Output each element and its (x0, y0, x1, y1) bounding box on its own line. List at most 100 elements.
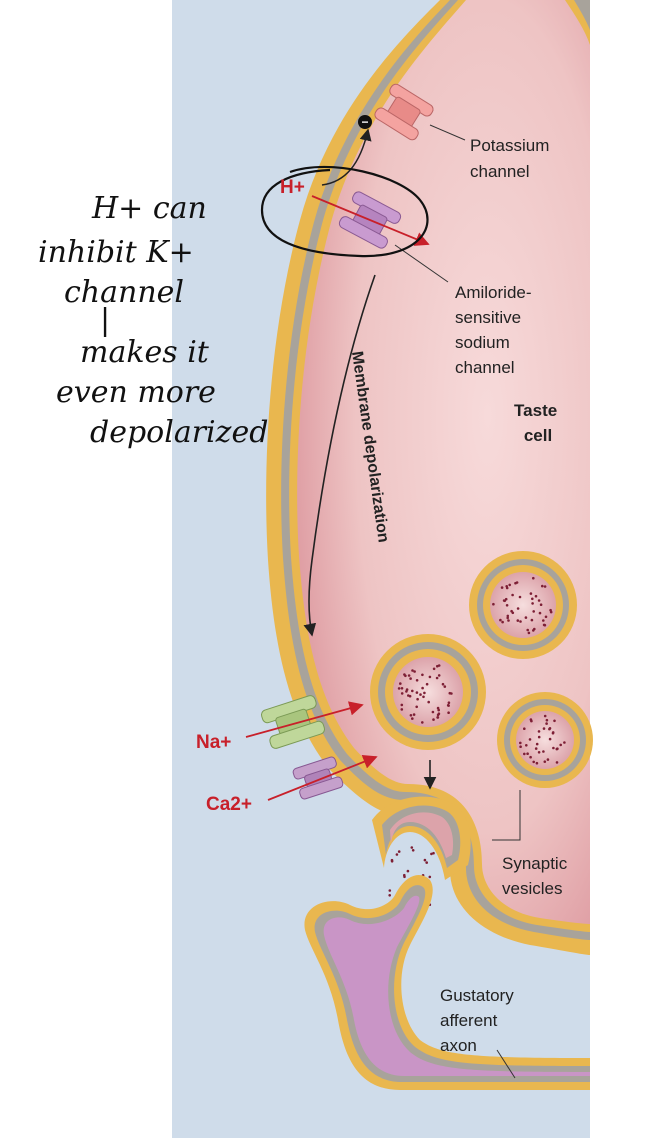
neurotransmitter-dot (412, 713, 416, 716)
neurotransmitter-dot (551, 731, 555, 734)
na-ion-label: Na+ (196, 732, 231, 753)
neurotransmitter-dot (537, 751, 541, 754)
neurotransmitter-dot (421, 673, 424, 677)
released-dot (423, 858, 427, 862)
neurotransmitter-dot (532, 760, 535, 764)
released-dot (388, 889, 392, 892)
released-dot (390, 858, 394, 862)
neurotransmitter-dot (543, 623, 547, 627)
neurotransmitter-dot (552, 746, 555, 750)
neurotransmitter-dot (432, 718, 435, 721)
neurotransmitter-dot (537, 599, 541, 602)
handwritten-circle (260, 165, 429, 258)
synaptic-vesicle (370, 634, 486, 750)
neurotransmitter-dot (507, 619, 510, 622)
neurotransmitter-dot (409, 714, 413, 717)
neurotransmitter-dot (415, 679, 419, 682)
potassium-channel (374, 83, 434, 141)
neurotransmitter-dot (535, 742, 539, 746)
neurotransmitter-dot (500, 586, 504, 589)
neurotransmitter-dot (535, 761, 539, 765)
neurotransmitter-dot (400, 708, 404, 711)
neurotransmitter-dot (533, 627, 536, 631)
neurotransmitter-dot (416, 697, 419, 701)
neurotransmitter-dot (553, 719, 556, 723)
neurotransmitter-dot (526, 628, 529, 632)
neurotransmitter-dot (400, 703, 404, 707)
ca-ion-label: Ca2+ (206, 794, 252, 815)
neurotransmitter-dot (428, 675, 432, 679)
neurotransmitter-dot (399, 682, 402, 685)
neurotransmitter-dot (529, 592, 533, 595)
released-dot (430, 852, 433, 856)
neurotransmitter-dot (534, 594, 538, 598)
neurotransmitter-dot (435, 676, 439, 680)
neurotransmitter-dot (421, 721, 424, 724)
synaptic-vesicle (497, 692, 593, 788)
amiloride-sodium-channel (338, 191, 402, 249)
neurotransmitter-dot (436, 716, 440, 719)
neurotransmitter-dot (499, 618, 502, 622)
neurotransmitter-dot (505, 604, 509, 607)
neurotransmitter-dot (548, 727, 551, 731)
neurotransmitter-dot (421, 686, 424, 690)
neurotransmitter-dot (529, 755, 532, 759)
released-dot (403, 873, 406, 877)
neurotransmitter-dot (506, 616, 510, 620)
gustatory-axon-label: Gustatory afferent axon (440, 986, 518, 1055)
ca-ion-arrow (267, 754, 378, 801)
neurotransmitter-dot (523, 752, 526, 756)
neurotransmitter-dot (415, 705, 419, 709)
neurotransmitter-dot (531, 602, 534, 605)
neurotransmitter-dot (508, 583, 512, 587)
neurotransmitter-dot (502, 599, 506, 602)
neurotransmitter-dot (411, 717, 414, 720)
neurotransmitter-dot (519, 620, 522, 623)
sodium-channel (260, 695, 326, 749)
neurotransmitter-dot (441, 682, 445, 686)
neurotransmitter-dot (563, 741, 566, 744)
synaptic-vesicles-label: Synaptic vesicles (502, 854, 572, 898)
h-ion-label: H+ (280, 177, 305, 198)
neurotransmitter-dot (437, 712, 441, 715)
inhibit-sign-icon (358, 115, 372, 129)
released-dot (428, 875, 432, 879)
neurotransmitter-dot (545, 722, 548, 725)
neurotransmitter-dot (411, 689, 414, 693)
neurotransmitter-dot (537, 730, 541, 733)
neurotransmitter-dot (492, 602, 495, 606)
neurotransmitter-dot (523, 727, 526, 730)
neurotransmitter-dot (419, 693, 422, 696)
neurotransmitter-dot (542, 727, 546, 730)
neurotransmitter-dot (527, 631, 531, 635)
neurotransmitter-dot (447, 711, 450, 714)
released-dot (411, 849, 415, 852)
neurotransmitter-dot (543, 714, 547, 718)
neurotransmitter-dot (427, 700, 431, 704)
neurotransmitter-dot (549, 610, 553, 614)
neurotransmitter-dot (555, 747, 559, 751)
neurotransmitter-dot (431, 710, 435, 714)
neurotransmitter-dot (525, 744, 528, 747)
neurotransmitter-dot (423, 691, 426, 695)
h-ion-arrow (311, 195, 430, 246)
neurotransmitter-dot (519, 741, 522, 745)
neurotransmitter-dot (505, 585, 509, 588)
neurotransmitter-dot (437, 674, 441, 677)
neurotransmitter-dot (411, 669, 414, 672)
neurotransmitter-dot (447, 701, 451, 704)
neurotransmitter-dot (543, 760, 547, 763)
neurotransmitter-dot (545, 718, 549, 722)
amiloride-channel-label: Amiloride- sensitive sodium channel (455, 283, 536, 377)
neurotransmitter-dot (532, 576, 535, 580)
neurotransmitter-dot (425, 682, 429, 686)
neurotransmitter-dot (511, 593, 514, 597)
neurotransmitter-dot (404, 674, 407, 678)
neurotransmitter-dot (518, 595, 522, 599)
handwritten-note: H+ can inhibit K+ channel | makes it eve… (38, 191, 268, 450)
released-dot (410, 846, 414, 849)
neurotransmitter-dot (532, 610, 535, 613)
taste-cell-label: Taste cell (514, 401, 562, 445)
neurotransmitter-dot (436, 706, 440, 710)
